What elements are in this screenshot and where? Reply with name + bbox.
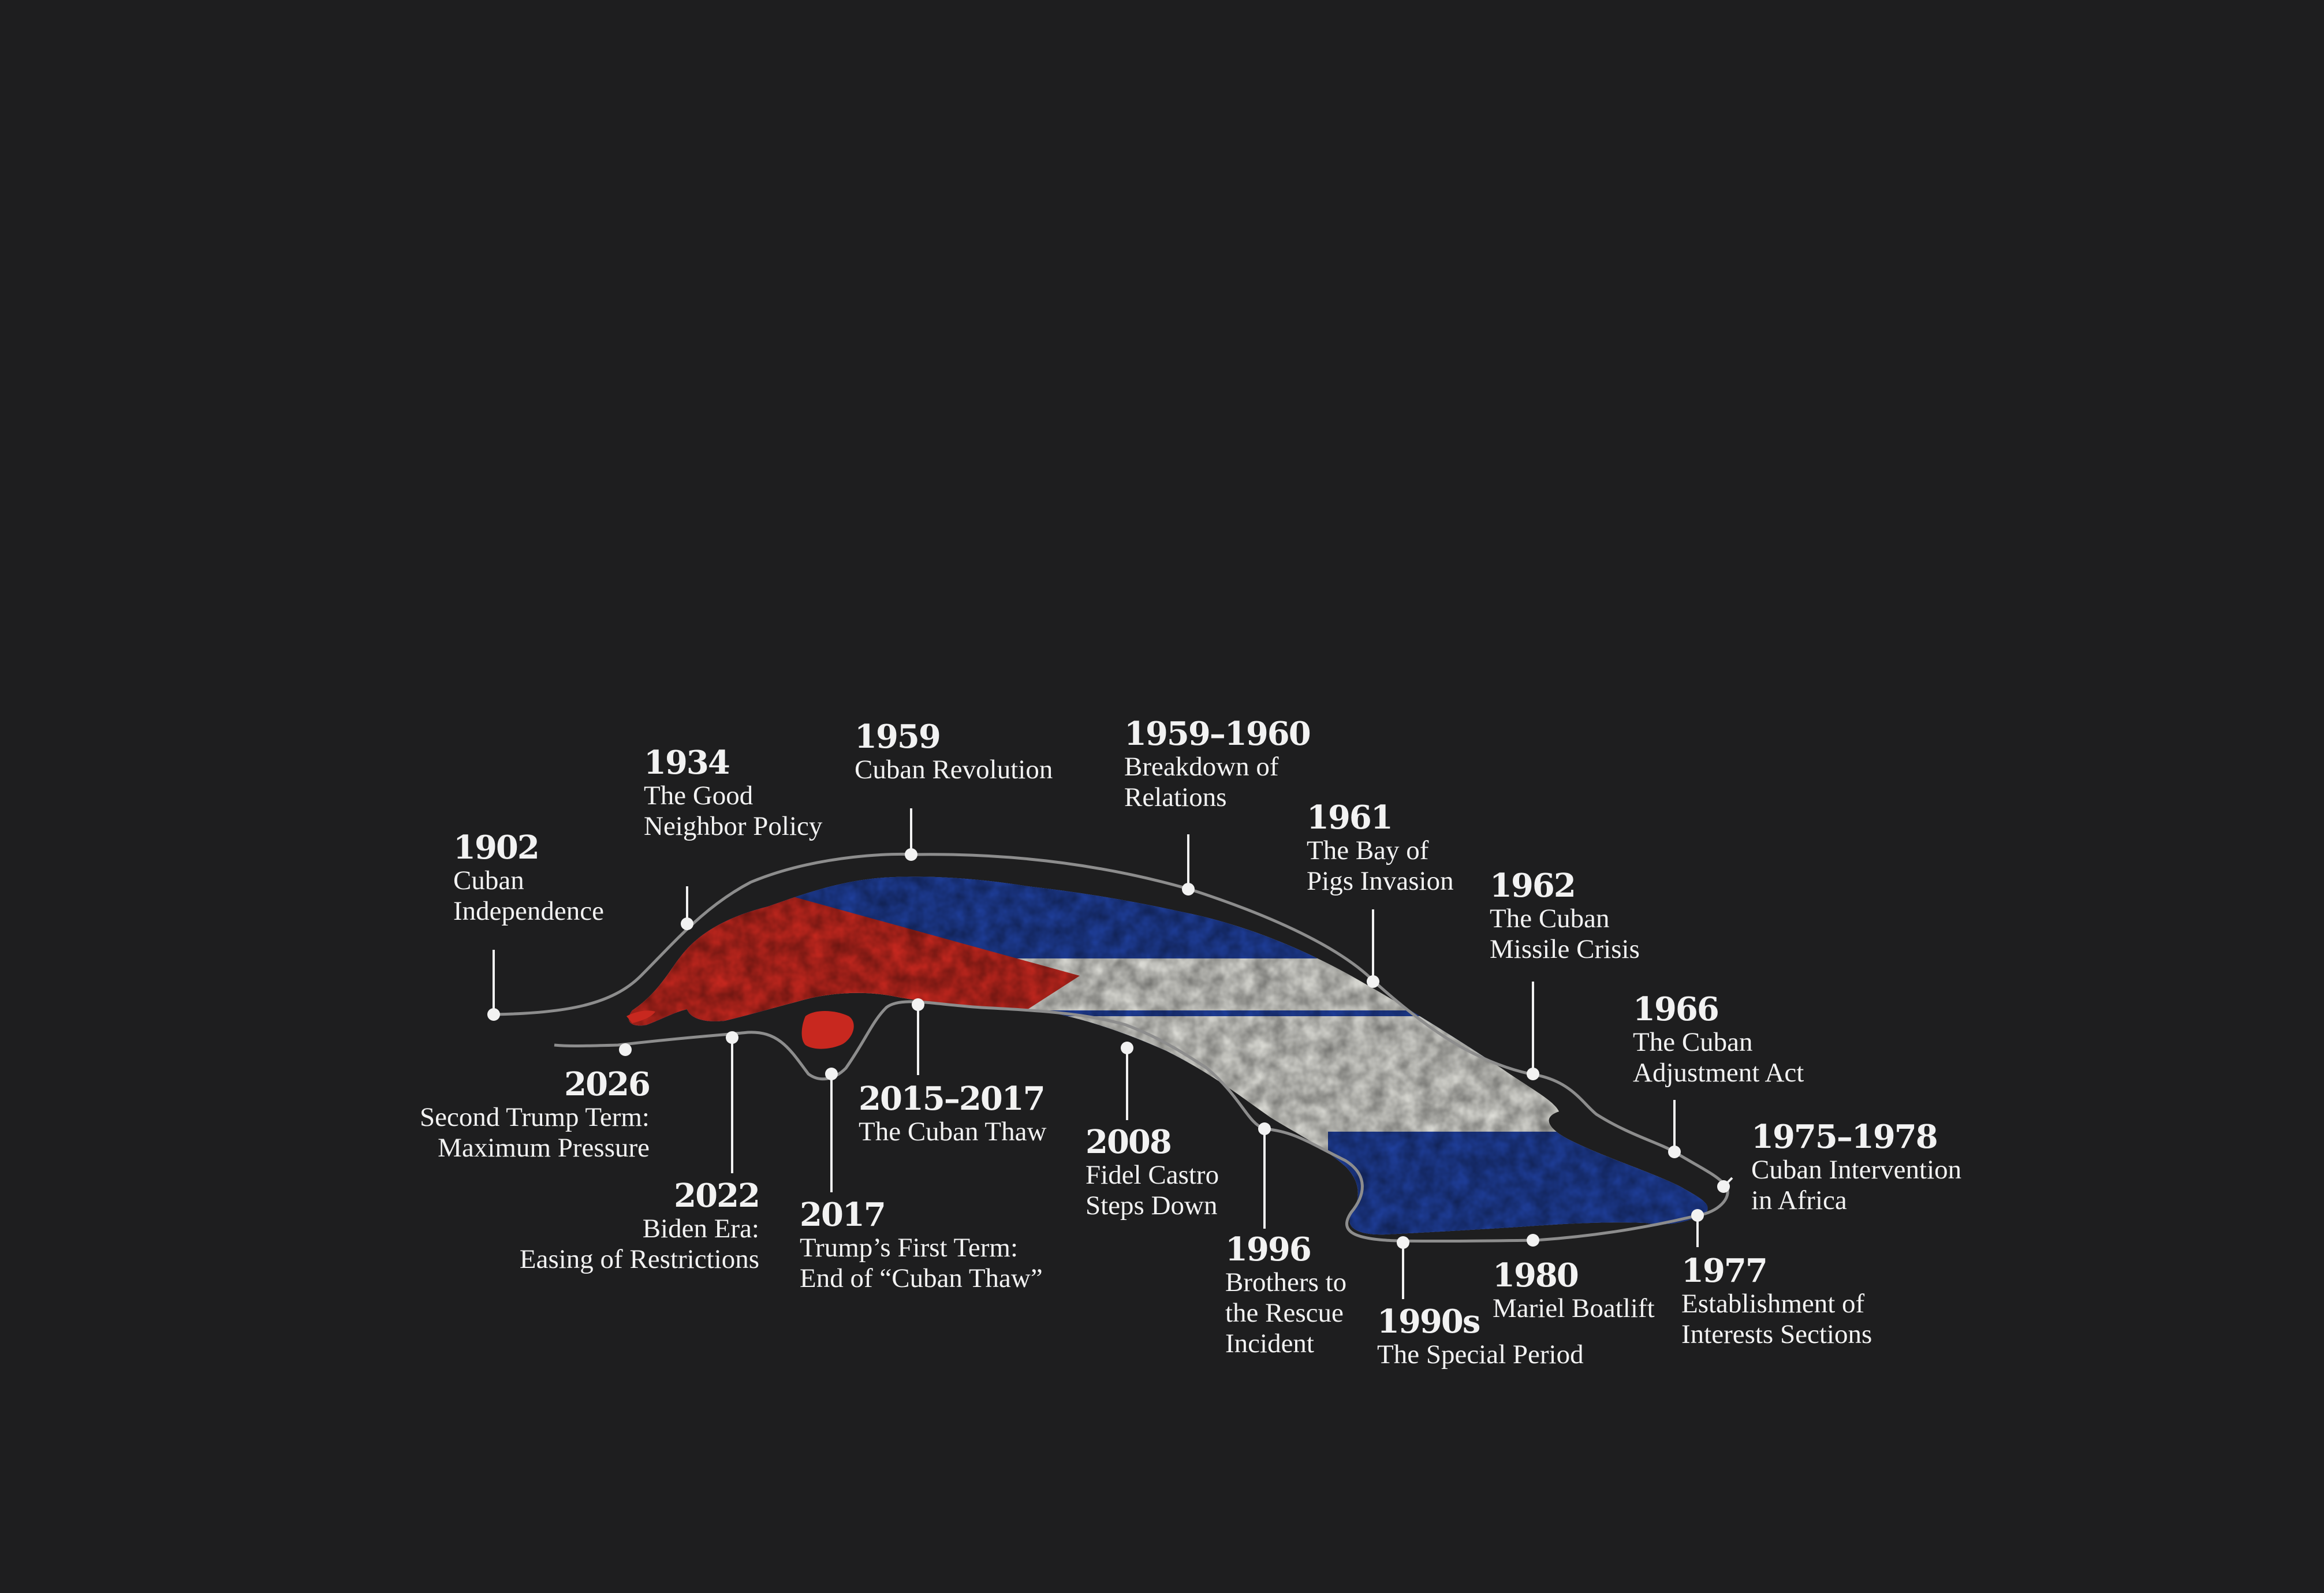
- event-1966: 1966 The Cuban Adjustment Act: [1633, 991, 1804, 1088]
- event-title-line: Second Trump Term:: [420, 1102, 650, 1132]
- event-title-line: Mariel Boatlift: [1493, 1293, 1655, 1323]
- event-year: 1966: [1633, 990, 1719, 1028]
- event-title-line: Cuban Intervention: [1751, 1155, 1962, 1185]
- isla-de-la-juventud: [801, 1011, 854, 1049]
- event-2015-2017: 2015–2017 The Cuban Thaw: [859, 1081, 1046, 1147]
- timeline-marker-dot: [1397, 1236, 1409, 1249]
- event-title-line: Pigs Invasion: [1307, 866, 1454, 896]
- event-2008: 2008 Fidel Castro Steps Down: [1085, 1124, 1219, 1221]
- event-year: 1934: [644, 744, 730, 782]
- event-1959: 1959 Cuban Revolution: [855, 719, 1053, 785]
- event-title-line: The Special Period: [1377, 1340, 1584, 1370]
- event-title-line: Cuban Revolution: [855, 755, 1053, 785]
- event-title-line: The Cuban Thaw: [859, 1117, 1047, 1147]
- event-year: 1977: [1681, 1252, 1768, 1290]
- timeline-marker-dot: [1367, 975, 1379, 988]
- timeline-marker-dot: [1527, 1234, 1539, 1247]
- timeline-marker-dot: [905, 848, 917, 861]
- event-title-line: Steps Down: [1085, 1191, 1218, 1221]
- event-1934: 1934 The Good Neighbor Policy: [644, 745, 822, 842]
- timeline-marker-dot: [1527, 1068, 1539, 1080]
- event-title-line: End of “Cuban Thaw”: [800, 1263, 1043, 1293]
- event-year: 2015–2017: [859, 1080, 1046, 1118]
- event-year: 2017: [800, 1196, 886, 1234]
- event-title-line: Fidel Castro: [1085, 1160, 1219, 1190]
- event-2022: 2022 Biden Era: Easing of Restrictions: [482, 1177, 760, 1275]
- timeline-marker-dot: [1258, 1122, 1271, 1135]
- event-year: 2022: [674, 1177, 760, 1215]
- event-year: 2008: [1085, 1123, 1172, 1161]
- event-title-line: Easing of Restrictions: [519, 1244, 759, 1274]
- event-year: 1959: [855, 718, 941, 756]
- event-title-line: in Africa: [1751, 1185, 1847, 1215]
- event-1975-1978: 1975–1978 Cuban Intervention in Africa: [1751, 1119, 1961, 1216]
- event-title-line: Brothers to: [1225, 1267, 1347, 1297]
- timeline-markers: [487, 848, 1730, 1249]
- timeline-marker-dot: [1691, 1209, 1704, 1222]
- event-title-line: Breakdown of: [1124, 752, 1279, 782]
- event-1959-1960: 1959–1960 Breakdown of Relations: [1124, 715, 1311, 813]
- event-2026: 2026 Second Trump Term: Maximum Pressure: [370, 1065, 651, 1163]
- event-year: 1996: [1225, 1230, 1312, 1269]
- event-1977: 1977 Establishment of Interests Sections: [1681, 1253, 1872, 1350]
- event-title-line: The Cuban: [1490, 904, 1610, 934]
- event-1980: 1980 Mariel Boatlift: [1493, 1258, 1655, 1324]
- event-1962: 1962 The Cuban Missile Crisis: [1490, 868, 1640, 965]
- event-title-line: Relations: [1124, 782, 1227, 812]
- western-islet: [626, 1010, 655, 1023]
- event-year: 1961: [1307, 799, 1393, 837]
- timeline-marker-dot: [1717, 1180, 1730, 1193]
- timeline-marker-dot: [487, 1008, 500, 1021]
- event-title-line: Establishment of: [1681, 1289, 1865, 1319]
- event-title-line: Missile Crisis: [1490, 934, 1640, 964]
- timeline-marker-dot: [1182, 883, 1195, 896]
- event-year: 1959–1960: [1124, 715, 1311, 753]
- event-year: 1902: [453, 829, 540, 867]
- event-1961: 1961 The Bay of Pigs Invasion: [1307, 800, 1454, 897]
- event-title-line: Adjustment Act: [1633, 1058, 1804, 1088]
- event-title-line: Interests Sections: [1681, 1319, 1872, 1349]
- timeline-marker-dot: [1668, 1146, 1681, 1158]
- event-title-line: The Cuban: [1633, 1027, 1753, 1057]
- event-2017: 2017 Trump’s First Term: End of “Cuban T…: [800, 1197, 1043, 1294]
- event-title-line: Cuban: [453, 865, 524, 896]
- event-title-line: Maximum Pressure: [438, 1133, 650, 1163]
- event-1990s: 1990s The Special Period: [1377, 1304, 1584, 1370]
- event-title-line: The Bay of: [1307, 835, 1429, 865]
- event-title-line: the Rescue: [1225, 1298, 1344, 1328]
- timeline-marker-dot: [681, 917, 693, 930]
- event-year: 1975–1978: [1751, 1118, 1938, 1156]
- timeline-marker-dot: [1121, 1042, 1133, 1054]
- timeline-marker-dot: [619, 1043, 632, 1056]
- timeline-marker-dot: [825, 1068, 838, 1080]
- event-title-line: Neighbor Policy: [644, 811, 823, 841]
- event-title-line: Incident: [1225, 1329, 1314, 1359]
- event-year: 2026: [564, 1065, 651, 1103]
- event-title-line: Biden Era:: [642, 1214, 759, 1244]
- timeline-marker-dot: [726, 1031, 738, 1044]
- event-year: 1962: [1490, 867, 1576, 905]
- event-year: 1980: [1493, 1256, 1579, 1294]
- event-title-line: The Good: [644, 781, 753, 811]
- event-1902: 1902 Cuban Independence: [453, 830, 604, 927]
- event-1996: 1996 Brothers to the Rescue Incident: [1225, 1232, 1346, 1359]
- event-title-line: Independence: [453, 896, 604, 926]
- event-title-line: Trump’s First Term:: [800, 1233, 1019, 1263]
- timeline-marker-dot: [912, 998, 924, 1011]
- event-year: 1990s: [1377, 1303, 1480, 1341]
